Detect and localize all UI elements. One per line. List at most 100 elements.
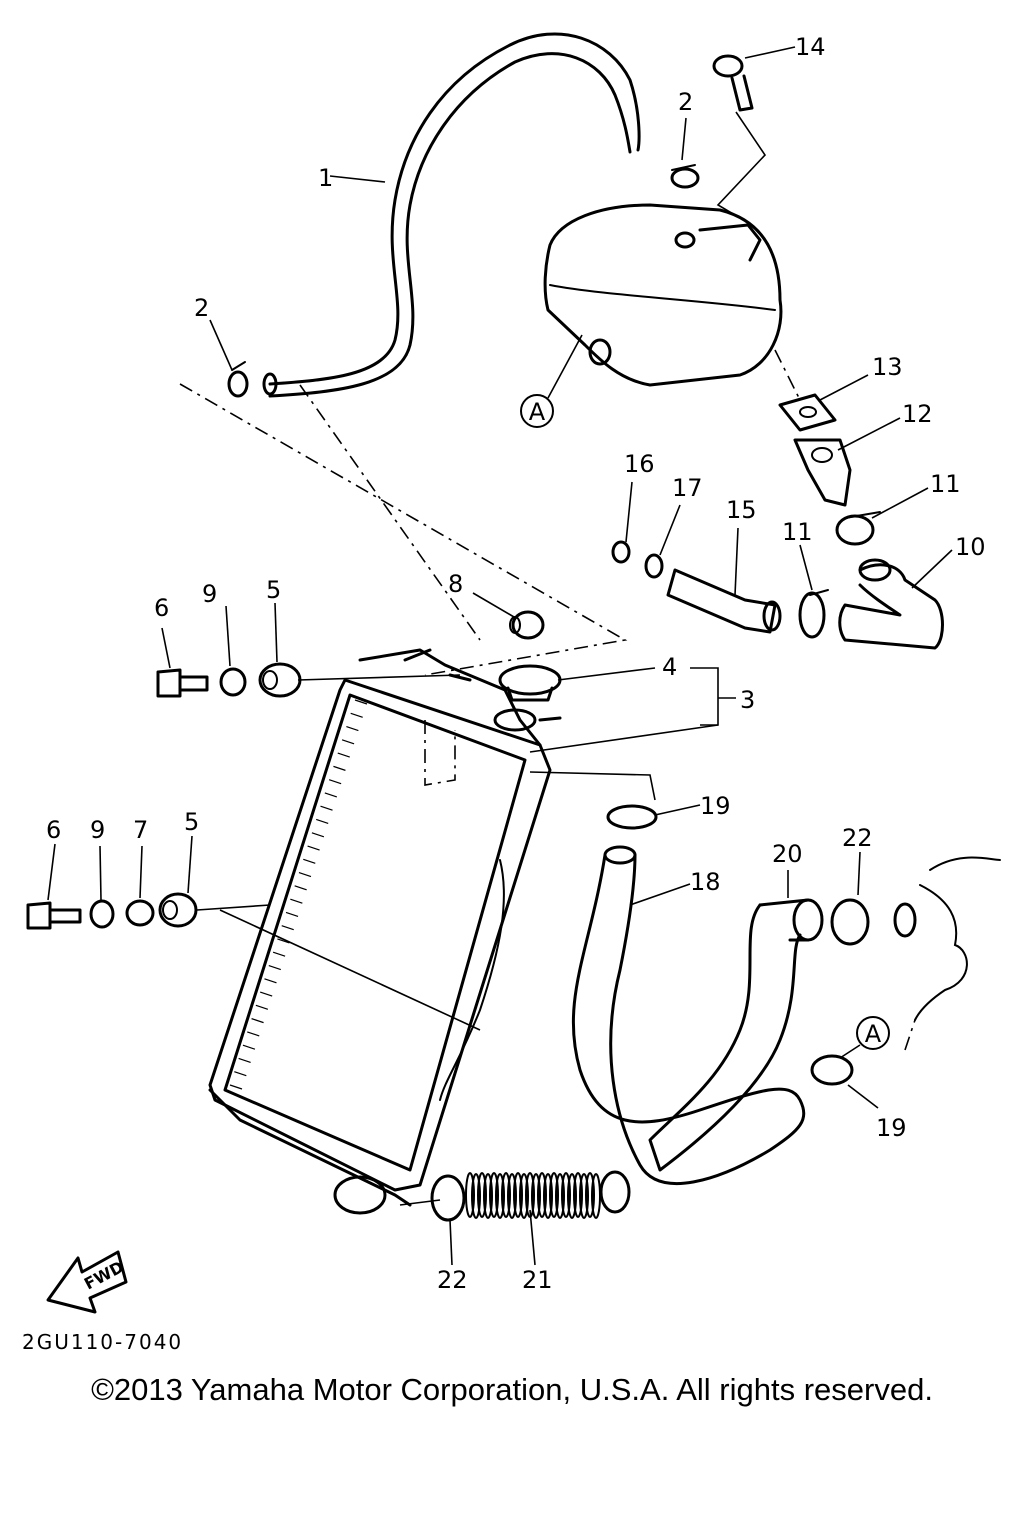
bellows-ring <box>579 1173 589 1219</box>
hose-20 <box>648 898 824 1172</box>
lower-washer <box>89 899 115 929</box>
hose-clamp-top <box>670 164 700 189</box>
bellows-hose <box>465 1170 631 1219</box>
radiator-cap <box>498 664 562 702</box>
hose-clamp-11a <box>835 511 881 546</box>
fin-line <box>259 991 273 997</box>
fin-line <box>251 1018 264 1024</box>
return-hose <box>571 845 806 1186</box>
callout-20: 20 <box>772 840 803 868</box>
diagram-code: 2GU110-7040 <box>22 1330 184 1354</box>
elbow-hose <box>838 558 944 650</box>
bellows-ring <box>549 1172 559 1218</box>
callout-19-lower: 19 <box>876 1114 907 1142</box>
fin-line <box>341 739 355 745</box>
hose-clamp-left <box>227 361 249 398</box>
bellows-ring <box>543 1173 553 1219</box>
gasket <box>778 393 837 432</box>
bellows-ring <box>483 1173 493 1219</box>
leader-lines <box>47 46 953 1266</box>
bellows-ring <box>537 1172 547 1218</box>
fin-line <box>242 1044 256 1050</box>
callout-12: 12 <box>902 400 933 428</box>
hose-clamp-11b <box>798 589 829 639</box>
callout-17: 17 <box>672 474 703 502</box>
radiator <box>208 648 562 1215</box>
fin-line <box>298 872 312 878</box>
callout-9-lower: 9 <box>90 816 105 844</box>
callout-16: 16 <box>624 450 655 478</box>
svg-text:A: A <box>529 398 546 426</box>
callout-15: 15 <box>726 496 757 524</box>
fin-line <box>268 964 281 971</box>
fin-line <box>320 805 333 811</box>
bellows-ring <box>495 1173 505 1219</box>
o-ring-16 <box>611 540 631 564</box>
bellows-ring <box>573 1172 583 1218</box>
callout-13: 13 <box>872 353 903 381</box>
fin-line <box>307 845 320 851</box>
upper-bolt <box>156 668 209 698</box>
fin-line <box>229 1084 243 1090</box>
lower-bolt <box>26 901 82 930</box>
callout-6-upper: 6 <box>154 594 169 622</box>
bellows-ring <box>507 1173 517 1219</box>
fin-line <box>277 938 290 944</box>
fin-line <box>264 978 277 984</box>
fin-line <box>350 712 363 718</box>
fin-line <box>294 885 307 891</box>
fwd-arrow-icon: FWD <box>46 1250 128 1314</box>
bellows-ring <box>477 1172 487 1218</box>
lower-grommet-5 <box>158 892 198 928</box>
svg-text:FWD: FWD <box>81 1257 127 1293</box>
outlet-fitting <box>793 438 852 507</box>
fin-line <box>346 725 359 732</box>
fin-line <box>272 951 286 957</box>
bellows-ring <box>465 1172 475 1218</box>
o-ring-17 <box>644 553 664 579</box>
callout-3: 3 <box>740 686 755 714</box>
copyright-notice: ©2013 Yamaha Motor Corporation, U.S.A. A… <box>91 1372 933 1407</box>
callout-22-bottom: 22 <box>437 1266 468 1294</box>
callout-7: 7 <box>133 816 148 844</box>
bellows-ring <box>561 1172 571 1218</box>
bellows-ring <box>555 1173 565 1219</box>
bellows-ring <box>513 1172 523 1218</box>
upper-washer <box>219 667 247 697</box>
fin-line <box>303 858 316 864</box>
callout-5-upper: 5 <box>266 576 281 604</box>
hose-clamp-22a <box>830 898 870 946</box>
hose-clamp-19a <box>606 804 658 830</box>
collar <box>125 899 155 927</box>
fin-line <box>354 699 368 705</box>
fin-line <box>234 1071 247 1077</box>
callout-14: 14 <box>795 33 826 61</box>
water-pipe <box>666 568 782 634</box>
fin-line <box>247 1031 260 1037</box>
callout-9-upper: 9 <box>202 580 217 608</box>
bellows-ring <box>519 1173 529 1219</box>
fin-line <box>285 911 299 917</box>
bellows-ring <box>471 1173 481 1219</box>
fin-line <box>324 792 338 798</box>
bellows-ring <box>531 1173 541 1219</box>
fin-line <box>328 779 342 785</box>
fin-line <box>255 1004 269 1010</box>
callout-2-left: 2 <box>194 294 209 322</box>
fin-line <box>281 925 294 931</box>
callout-18: 18 <box>690 868 721 896</box>
callout-8: 8 <box>448 570 463 598</box>
callout-10: 10 <box>955 533 986 561</box>
callout-6-lower: 6 <box>46 816 61 844</box>
callout-5-lower: 5 <box>184 808 199 836</box>
callout-21: 21 <box>522 1266 553 1294</box>
reservoir-bolt <box>712 54 754 112</box>
callout-2-top: 2 <box>678 88 693 116</box>
fin-line <box>290 898 303 904</box>
fin-line <box>316 818 329 825</box>
callout-11-right: 11 <box>930 470 961 498</box>
callout-19-upper: 19 <box>700 792 731 820</box>
upper-grommet <box>509 610 545 640</box>
bellows-ring <box>501 1172 511 1218</box>
callout-22-right: 22 <box>842 824 873 852</box>
